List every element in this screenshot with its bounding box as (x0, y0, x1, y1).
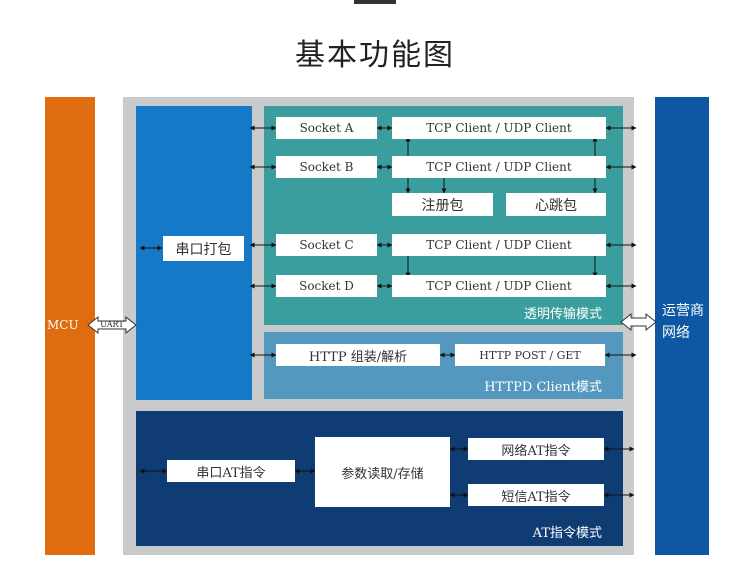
socket-c-box: Socket C (276, 234, 377, 256)
param-rw-box: 参数读取/存储 (315, 437, 450, 507)
carrier-network-label: 运营商网络 (662, 303, 704, 341)
mcu-label: MCU (47, 318, 79, 332)
heartbeat-packet-box: 心跳包 (506, 193, 606, 216)
network-at-box: 网络AT指令 (468, 438, 604, 460)
socket-a-box: Socket A (276, 117, 377, 139)
uart-label: UART (100, 320, 124, 329)
client-box-b: TCP Client / UDP Client (392, 156, 606, 178)
client-box-d: TCP Client / UDP Client (392, 275, 606, 297)
register-packet-box: 注册包 (392, 193, 493, 216)
http-assemble-box: HTTP 组装/解析 (276, 344, 440, 366)
client-box-c: TCP Client / UDP Client (392, 234, 606, 256)
at-mode-label: AT指令模式 (532, 526, 602, 541)
client-box-a: TCP Client / UDP Client (392, 117, 606, 139)
socket-b-box: Socket B (276, 156, 377, 178)
serial-at-box: 串口AT指令 (167, 460, 295, 482)
sms-at-box: 短信AT指令 (468, 484, 604, 506)
mcu-block (45, 97, 95, 555)
transparent-mode-label: 透明传输模式 (523, 307, 602, 322)
http-post-get-box: HTTP POST / GET (455, 344, 605, 366)
page-title: 基本功能图 (295, 38, 455, 73)
serial-pack-box: 串口打包 (163, 236, 244, 261)
carrier-network-block (655, 97, 709, 555)
httpd-mode-label: HTTPD Client模式 (484, 380, 602, 395)
socket-d-box: Socket D (276, 275, 377, 297)
top-accent-bar (354, 0, 396, 4)
